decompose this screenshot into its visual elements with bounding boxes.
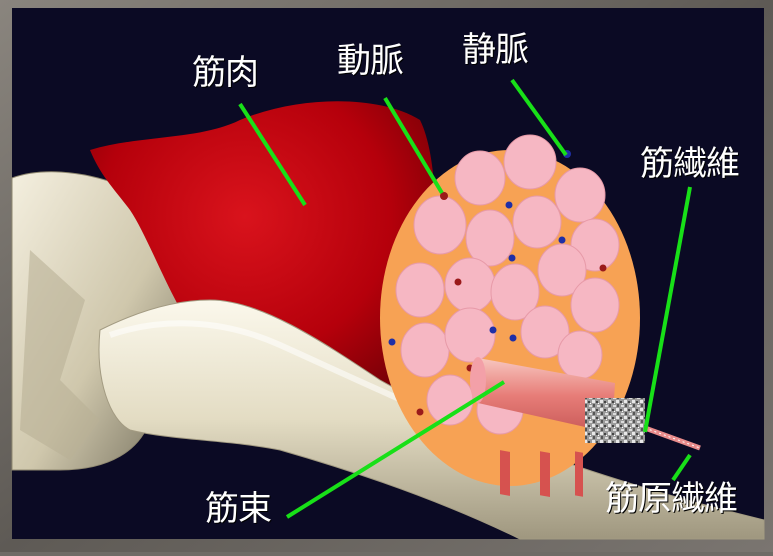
vein-dot: [490, 327, 497, 334]
fascicle: [445, 258, 495, 312]
label-muscle: 筋肉: [192, 56, 258, 90]
fascicle: [504, 135, 556, 189]
fascicle: [445, 308, 495, 362]
fascicle: [558, 331, 602, 379]
fascicle: [555, 168, 605, 222]
vein-dot: [509, 255, 516, 262]
fascicle: [571, 278, 619, 332]
fascicle: [466, 210, 514, 266]
fascicle: [455, 151, 505, 205]
artery-dot: [455, 279, 462, 286]
label-artery: 動脈: [337, 44, 403, 78]
label-muscle-fiber: 筋繊維: [640, 147, 739, 181]
label-vein: 静脈: [462, 33, 528, 67]
fascicle: [513, 196, 561, 248]
vein-dot: [389, 339, 396, 346]
vein-dot: [510, 335, 517, 342]
label-fascicle: 筋束: [205, 492, 271, 526]
fascicle: [396, 263, 444, 317]
label-myofibril: 筋原繊維: [605, 482, 737, 516]
artery-dot: [417, 409, 424, 416]
fascicle: [414, 196, 466, 254]
artery-dot: [600, 265, 607, 272]
vein-dot: [506, 202, 513, 209]
muscle-fiber-block: [585, 398, 645, 443]
fascicle: [401, 323, 449, 377]
vein-dot: [559, 237, 566, 244]
